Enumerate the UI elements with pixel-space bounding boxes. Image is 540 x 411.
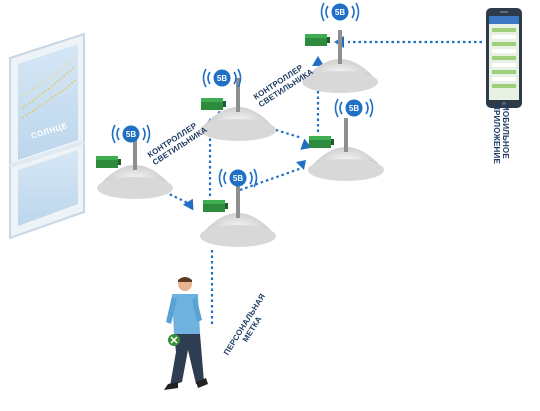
wireless-badge-icon <box>202 68 242 88</box>
window <box>9 32 85 240</box>
controller-icon <box>203 200 228 212</box>
controller-icon <box>201 98 226 110</box>
controller-icon <box>309 136 334 148</box>
lamp-5 <box>302 2 378 93</box>
controller-icon <box>305 34 330 46</box>
arrow-icon <box>182 198 194 211</box>
lamp-2 <box>200 168 276 247</box>
arrow-icon <box>312 56 324 66</box>
wireless-badge-icon <box>111 124 151 144</box>
controller-icon <box>96 156 121 168</box>
link-3-to-4 <box>217 110 303 140</box>
wireless-badge-icon <box>218 168 258 188</box>
arrow-icon <box>300 138 312 150</box>
person-icon <box>164 277 208 390</box>
lamp-4 <box>308 98 384 181</box>
arrow-icon <box>296 160 306 170</box>
link-2-to-4 <box>239 166 303 192</box>
phone-icon <box>486 8 522 108</box>
wireless-badge-icon <box>334 98 374 118</box>
wireless-badge-icon <box>320 2 360 22</box>
mobile-app-label: МОБИЛЬНОЕ ПРИЛОЖЕНИЕ <box>492 104 510 164</box>
